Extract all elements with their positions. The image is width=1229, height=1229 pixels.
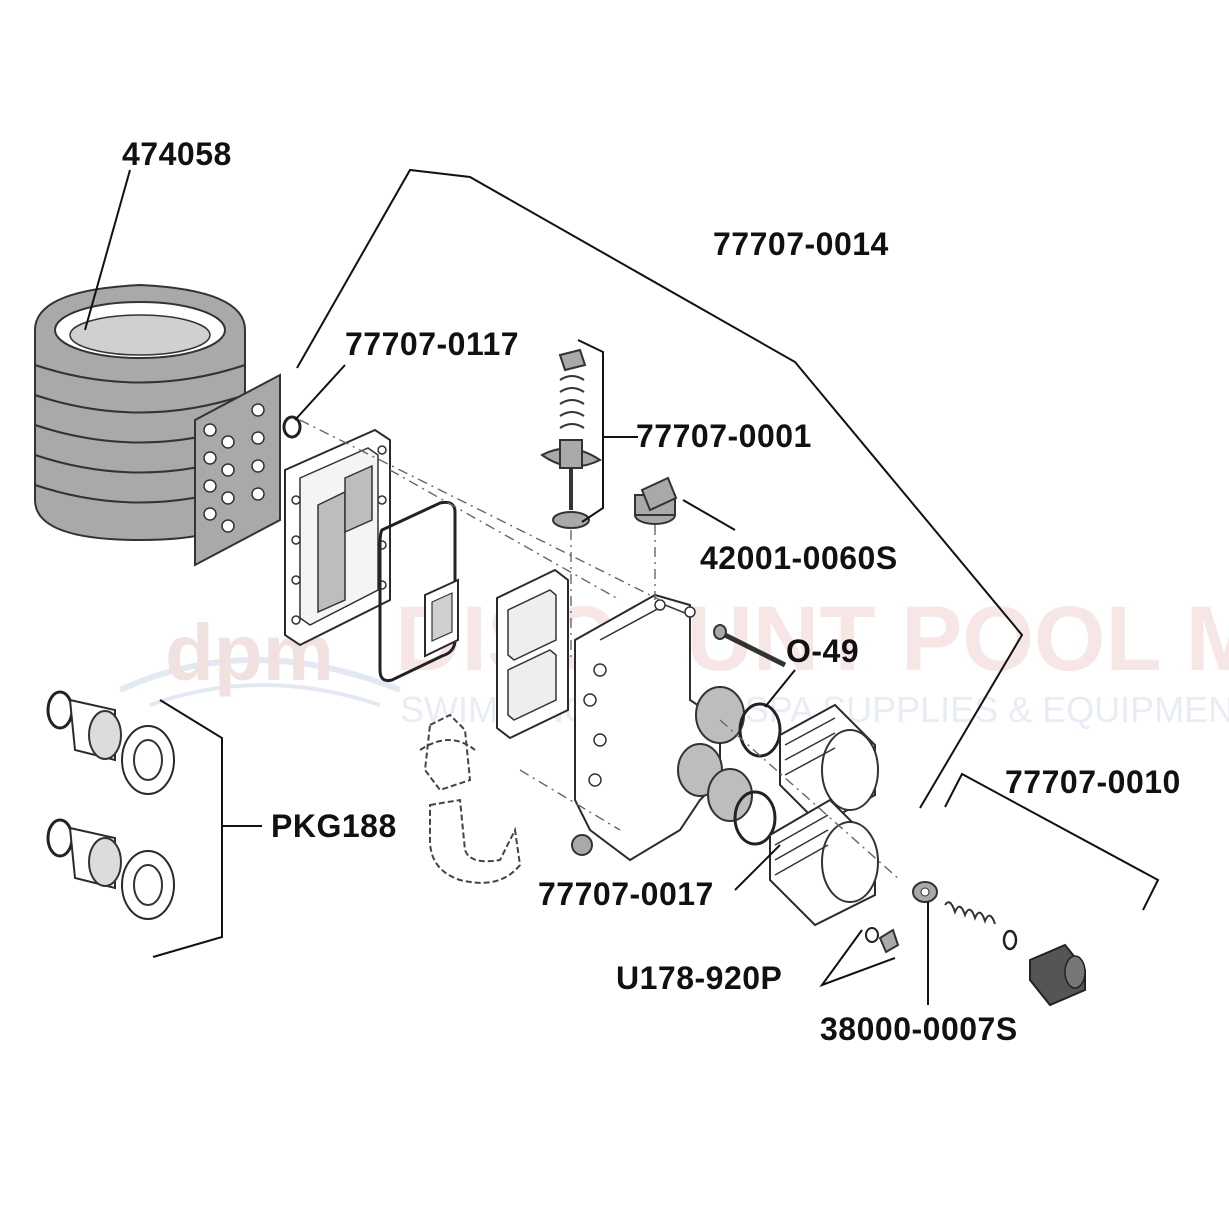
union-upper <box>46 690 175 795</box>
label-drain-plug: U178-920P <box>616 960 783 996</box>
label-regulator-part: 38000-0007S <box>820 1011 1018 1047</box>
watermark-logo-icon: dpm <box>118 608 402 707</box>
regulator-cap <box>1029 943 1086 1007</box>
label-thermal-regulator-kit: 77707-0010 <box>1005 764 1181 800</box>
manifold-gasket <box>284 428 391 647</box>
regulator-disc <box>912 881 938 903</box>
oring-small <box>282 415 302 439</box>
oring-o49-lower <box>733 790 777 846</box>
pressure-switch <box>634 476 678 525</box>
label-oring-small: 77707-0117 <box>345 326 520 362</box>
assembly-centerlines <box>299 419 901 881</box>
label-pressure-switch: 42001-0060S <box>700 540 898 576</box>
valve-assembly <box>540 348 602 529</box>
header-body <box>574 593 753 862</box>
pipe-plug <box>571 834 593 856</box>
leader-lines <box>84 168 1160 1005</box>
bypass-flapper <box>424 578 459 658</box>
drain-plug-part <box>865 927 900 954</box>
drain-elbow <box>429 798 522 884</box>
header-gasket <box>496 568 569 740</box>
label-oring-o49: O-49 <box>786 633 860 669</box>
label-adapter: 77707-0017 <box>538 876 714 912</box>
heat-exchanger-coil <box>34 283 246 542</box>
regulator-spring <box>944 901 996 925</box>
label-union-kit: PKG188 <box>271 808 397 844</box>
regulator-oring <box>1002 929 1018 951</box>
heat-exchanger-plate <box>194 373 281 567</box>
label-heat-exchanger: 474058 <box>122 136 232 172</box>
label-bypass-assembly-kit: 77707-0014 <box>713 226 889 262</box>
bolt <box>713 624 787 668</box>
pressure-relief-valve <box>419 713 476 792</box>
adapter-lower <box>769 798 879 927</box>
union-lower <box>46 818 175 920</box>
label-valve-assembly: 77707-0001 <box>636 418 812 454</box>
